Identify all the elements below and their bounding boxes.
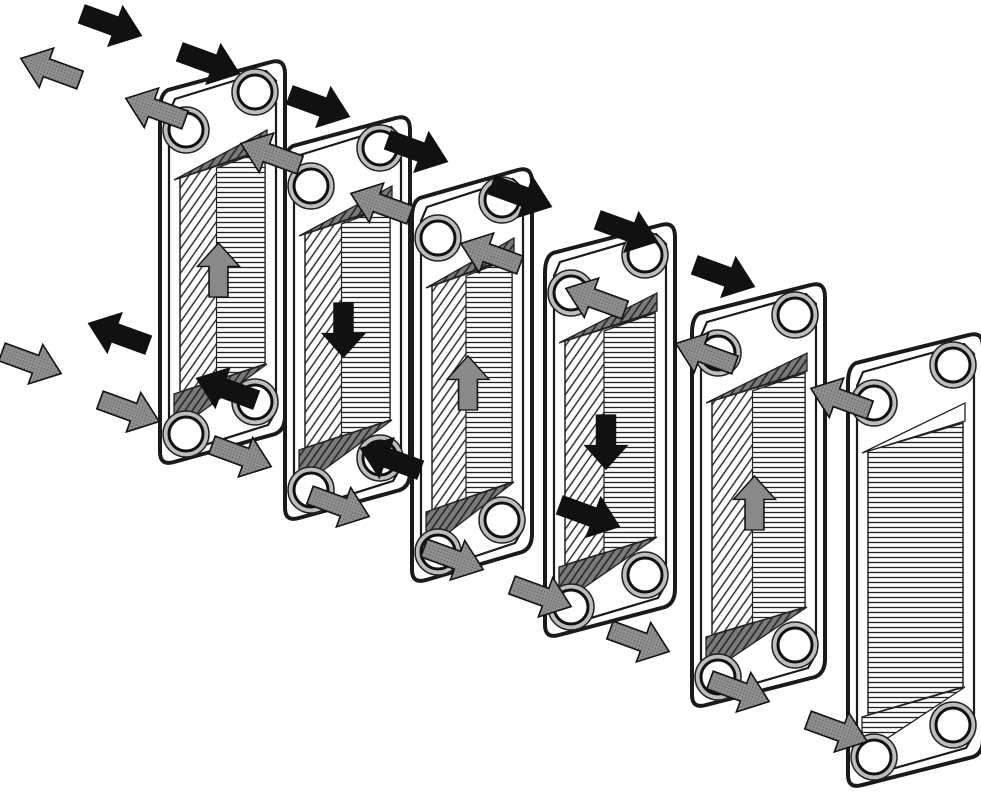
flow-arrow-icon xyxy=(12,37,88,101)
distribution-zone xyxy=(861,401,966,454)
port-hole-icon xyxy=(934,706,972,744)
flow-arrow-icon xyxy=(92,379,168,443)
heat-exchanger-plate xyxy=(543,222,677,638)
corrugated-area xyxy=(867,421,964,717)
port-hole-icon xyxy=(292,167,330,205)
port-hole-icon xyxy=(776,296,814,334)
heat-exchanger-plate xyxy=(410,167,534,583)
port-hole-icon xyxy=(167,415,205,453)
flow-arrow-icon xyxy=(74,0,150,57)
distribution-zone xyxy=(705,351,808,404)
port-hole-icon xyxy=(419,219,457,257)
distribution-zone xyxy=(558,291,658,344)
flow-arrow-icon xyxy=(0,331,70,395)
port-hole-icon xyxy=(483,501,521,539)
port-hole-icon xyxy=(934,346,972,384)
port-hole-icon xyxy=(855,738,893,776)
heat-exchanger-plate xyxy=(846,332,981,788)
port-hole-icon xyxy=(236,73,274,111)
flow-arrow-icon xyxy=(687,244,763,308)
flow-arrow-icon xyxy=(282,74,358,138)
plates-layer xyxy=(158,59,981,788)
port-hole-icon xyxy=(626,556,664,594)
heat-exchanger-plate xyxy=(690,282,827,708)
port-hole-icon xyxy=(776,626,814,664)
flow-arrow-icon xyxy=(80,302,156,366)
